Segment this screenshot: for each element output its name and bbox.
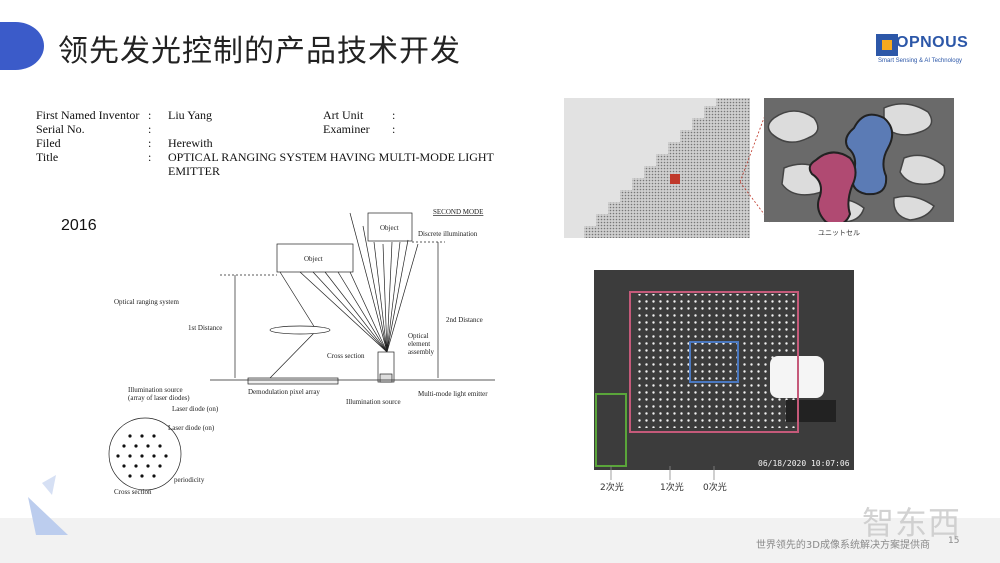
colon: : [148,122,152,136]
object-box-2 [367,212,413,242]
object-label-2: Object [380,224,399,232]
optical-ranging-system-label: Optical ranging system [114,298,179,306]
light-rays [269,212,419,379]
logo-tagline: Smart Sensing & AI Technology [878,58,962,64]
assembly-label: assembly [408,348,435,356]
element-label: element [408,340,430,348]
photo-timestamp: 06/18/2020 10:07:06 [758,459,850,468]
filed-label: Filed [36,136,61,150]
laser-on-label-1: Laser diode (on) [172,405,219,413]
cross-section-bottom-label: Cross section [114,488,152,496]
lens [269,325,331,335]
second-distance-label: 2nd Distance [446,316,483,324]
first-order-frame [629,291,799,433]
dot-pattern-photo: 06/18/2020 10:07:06 [594,270,854,470]
page-number: 15 [948,536,960,546]
zero-order-frame [689,341,739,383]
decorative-triangle-icon [28,475,68,535]
filed-value: Herewith [168,136,213,150]
company-logo: OPNOUS Smart Sensing & AI Technology [876,34,976,68]
serial-label: Serial No. [36,122,85,136]
illum-array-label-2: (array of laser diodes) [128,394,190,402]
order-leader-lines [610,466,715,480]
patent-diagram: SECOND MODE Object Object Discrete illum… [108,208,495,496]
optical-label: Optical [408,332,429,340]
first-order-label: 1次光 [660,483,684,493]
first-distance-label: 1st Distance [188,324,222,332]
logo-wordmark: OPNOUS [896,34,969,51]
demodulation-label: Demodulation pixel array [248,388,320,396]
title-accent-shape [0,22,44,70]
illumination-source-label: Illumination source [346,398,401,406]
first-inventor-label: First Named Inventor [36,108,140,122]
examiner-label: Examiner [323,122,370,136]
colon: : [392,122,396,136]
second-mode-label: SECOND MODE [433,208,483,216]
footer-bar [0,518,1000,563]
discrete-illumination-label: Discrete illumination [418,230,478,238]
slide-title: 领先发光控制的产品技术开发 [58,34,461,69]
unit-cell-closeup [764,98,954,222]
object-box-1 [276,243,354,273]
first-inventor-value: Liu Yang [168,108,213,122]
logo-mark-icon [876,34,898,56]
colon: : [148,136,152,150]
unit-cell-caption: ユニットセル [818,229,860,237]
micrograph-overview [564,98,750,238]
title-value-line1: OPTICAL RANGING SYSTEM HAVING MULTI-MODE… [168,150,494,164]
cross-section-label: Cross section [327,352,365,360]
multi-mode-emitter-label: Multi-mode light emitter [418,390,488,398]
title-value-line2: EMITTER [168,164,220,178]
colon: : [148,150,152,164]
periodicity-label: periodicity [174,476,205,484]
art-unit-label: Art Unit [323,108,364,122]
footer-tagline: 世界领先的3D成像系统解决方案提供商 [755,540,930,551]
laser-on-label-2: Laser diode (on) [168,424,215,432]
year-label: 2016 [61,217,97,234]
illum-array-label-1: Illumination source [128,386,183,394]
colon: : [148,108,152,122]
title-label: Title [36,150,59,164]
pixel-array [247,377,339,385]
object-label-1: Object [304,255,323,263]
laser-dots [116,434,168,478]
colon: : [392,108,396,122]
zero-order-label: 0次光 [703,483,727,493]
watermark: 智东西 [862,504,962,542]
cross-section-circle [108,417,182,491]
second-order-label: 2次光 [600,483,624,493]
